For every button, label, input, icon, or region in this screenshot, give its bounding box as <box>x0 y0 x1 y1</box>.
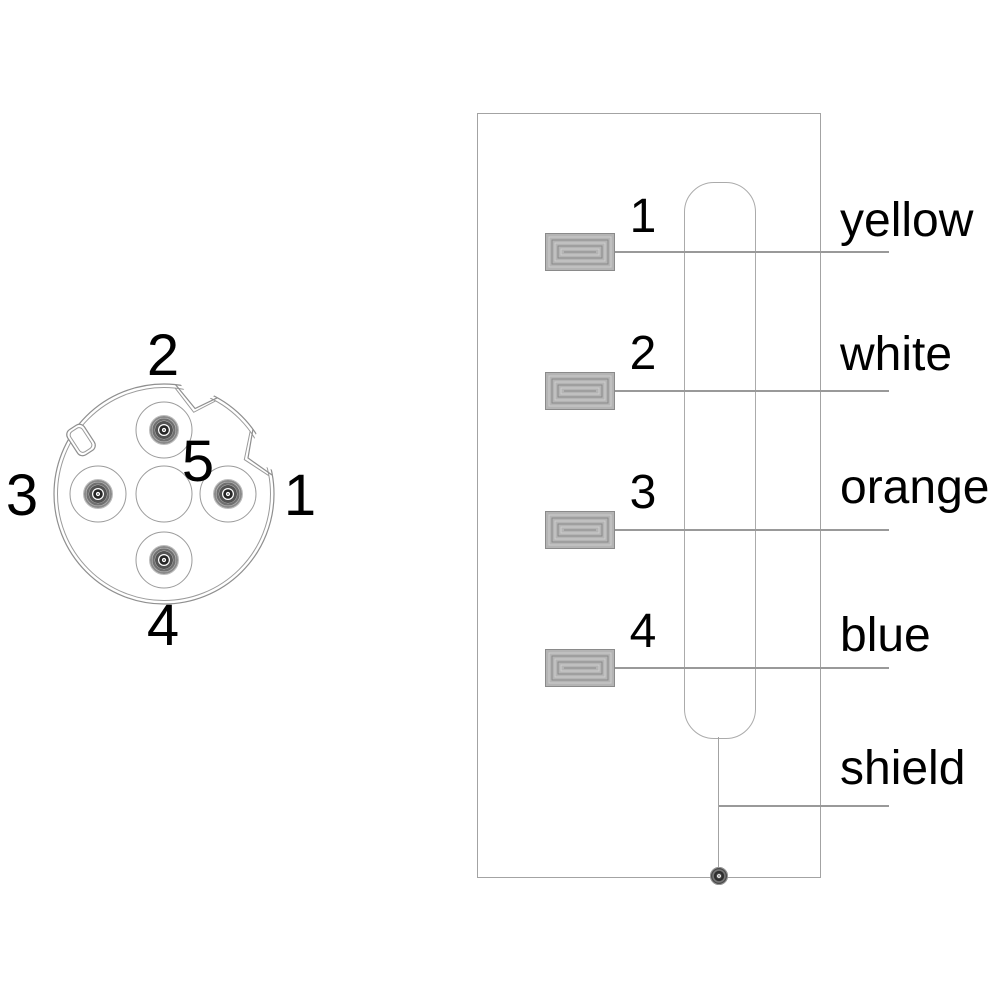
terminal-pad-pin-4 <box>545 649 615 687</box>
face-pin-label-3: 3 <box>5 463 39 528</box>
cavity-pin-3 <box>69 465 127 523</box>
connector-face-drawing <box>53 376 280 605</box>
cavity-pin-4 <box>135 531 193 589</box>
wire-line-pin-2 <box>613 390 889 392</box>
left-key-tab <box>66 423 96 457</box>
wire-label-shield: shield <box>840 742 966 795</box>
wire-line-pin-3 <box>613 529 889 531</box>
shield-wire-line <box>719 805 889 807</box>
terminal-pad-pin-1 <box>545 233 615 271</box>
pin-3-contact <box>82 478 114 510</box>
shield-contact-point <box>710 867 728 885</box>
cavity-position-5 <box>135 465 193 523</box>
wire-label-white: white <box>840 328 953 381</box>
schematic-pin-number-1: 1 <box>629 190 657 243</box>
shield-drop-line <box>718 737 720 876</box>
connector-body-outline <box>477 113 821 878</box>
schematic-pin-number-3: 3 <box>629 466 657 519</box>
right-keyway-notch <box>248 424 280 474</box>
face-inner-rim <box>57 387 271 601</box>
cavity-pin-2 <box>135 401 193 459</box>
terminal-pad-pin-3 <box>545 511 615 549</box>
face-pin-label-1: 1 <box>283 463 317 528</box>
top-keyway-notch <box>176 376 222 409</box>
wire-line-pin-1 <box>613 251 889 253</box>
face-pin-label-2: 2 <box>146 323 180 388</box>
wire-label-yellow: yellow <box>840 194 974 247</box>
face-pin-label-5: 5 <box>181 429 215 494</box>
wire-label-orange: orange <box>840 461 990 514</box>
pin-2-contact <box>148 414 180 446</box>
face-outer-rim <box>53 383 275 605</box>
wire-label-blue: blue <box>840 609 931 662</box>
terminal-pad-pin-2 <box>545 372 615 410</box>
pin-4-contact <box>148 544 180 576</box>
contact-carrier-outline <box>684 182 756 739</box>
wire-line-pin-4 <box>613 667 889 669</box>
schematic-pin-number-4: 4 <box>629 605 657 658</box>
face-pin-label-4: 4 <box>146 593 180 658</box>
schematic-pin-number-2: 2 <box>629 327 657 380</box>
cavity-pin-1 <box>199 465 257 523</box>
